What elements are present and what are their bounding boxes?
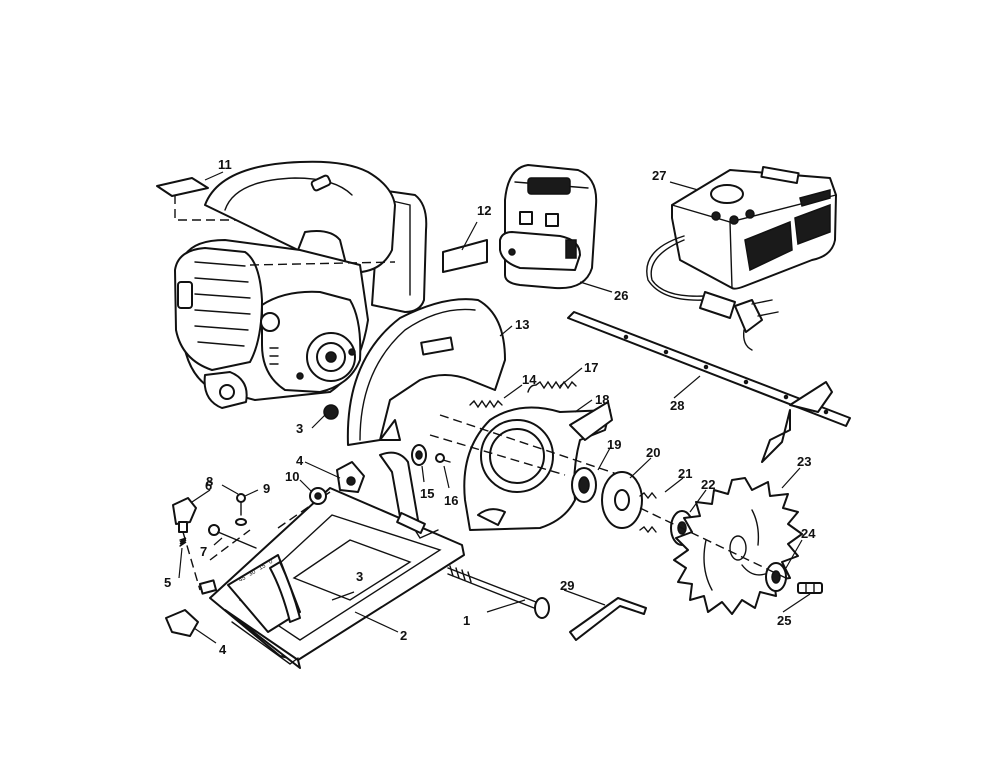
callout-19: 19	[607, 437, 621, 452]
callout-4-lower: 4	[219, 642, 227, 657]
part-12-label	[442, 239, 488, 273]
part-23-saw-blade	[673, 477, 803, 615]
part-18-lower-guard	[463, 401, 613, 531]
saw-motor-housing	[174, 160, 428, 409]
part-6-bevel-knob	[172, 497, 197, 533]
callout-2: 2	[400, 628, 407, 643]
callout-13: 13	[515, 317, 529, 332]
callout-27: 27	[652, 168, 666, 183]
part-21-screw	[639, 491, 657, 534]
bevel-mark-0: 0	[268, 559, 274, 566]
callout-6: 6	[205, 478, 212, 493]
callout-29: 29	[560, 578, 574, 593]
callout-28: 28	[670, 398, 684, 413]
callout-24: 24	[801, 526, 816, 541]
part-26-battery-pack	[499, 164, 598, 290]
callout-16: 16	[444, 493, 458, 508]
part-24-washer	[765, 562, 787, 592]
bevel-mark-45: 45	[238, 575, 247, 584]
callout-1: 1	[463, 613, 470, 628]
callout-10: 10	[285, 469, 299, 484]
callout-14: 14	[522, 372, 537, 387]
callout-22: 22	[701, 477, 715, 492]
part-9-screw	[236, 493, 246, 516]
bevel-mark-30: 30	[248, 569, 257, 578]
part-4-knob-upper	[336, 461, 365, 493]
part-1-pivot-bolt	[447, 565, 550, 619]
part-20-outer-flange	[601, 471, 643, 529]
callout-4-upper: 4	[296, 453, 304, 468]
callout-9: 9	[263, 481, 270, 496]
callout-25: 25	[777, 613, 791, 628]
callout-20: 20	[646, 445, 660, 460]
part-15-sleeve	[411, 444, 427, 466]
callout-3-upper: 3	[296, 421, 303, 436]
part-25-blade-bolt	[797, 582, 823, 594]
callout-21: 21	[678, 466, 692, 481]
part-27-battery-charger	[646, 165, 837, 351]
part-4-knob-lower	[165, 609, 199, 637]
callout-11: 11	[218, 157, 232, 172]
callout-17: 17	[584, 360, 598, 375]
callout-23: 23	[797, 454, 811, 469]
part-5-locking-nut	[198, 579, 218, 595]
part-29-hex-wrench	[569, 597, 647, 641]
callout-15: 15	[420, 486, 434, 501]
callout-12: 12	[477, 203, 491, 218]
part-28-rip-fence	[567, 311, 851, 463]
part-8-washer	[235, 518, 247, 526]
bevel-mark-15: 15	[258, 563, 267, 572]
callout-labels: 1 2 3 3 4 4 5 6 7 8 9 10 11 12 13 14 15 …	[164, 157, 816, 657]
part-10-nut	[309, 487, 327, 505]
callout-26: 26	[614, 288, 628, 303]
callout-8: 8	[206, 474, 213, 489]
part-13-upper-guard	[346, 298, 506, 446]
callout-3-lower: 3	[356, 569, 363, 584]
part-16-screw	[435, 453, 451, 463]
callout-18: 18	[595, 392, 609, 407]
callout-5: 5	[164, 575, 171, 590]
part-11-label	[156, 177, 209, 197]
part-19-bearing	[571, 467, 597, 503]
bevel-bracket: 45 30 15 0	[227, 554, 301, 633]
part-14-spring	[469, 399, 503, 409]
leader-lines	[178, 171, 811, 644]
callout-7: 7	[200, 544, 207, 559]
part-7-bolt	[208, 524, 257, 549]
part-3-nut-upper	[323, 404, 339, 420]
